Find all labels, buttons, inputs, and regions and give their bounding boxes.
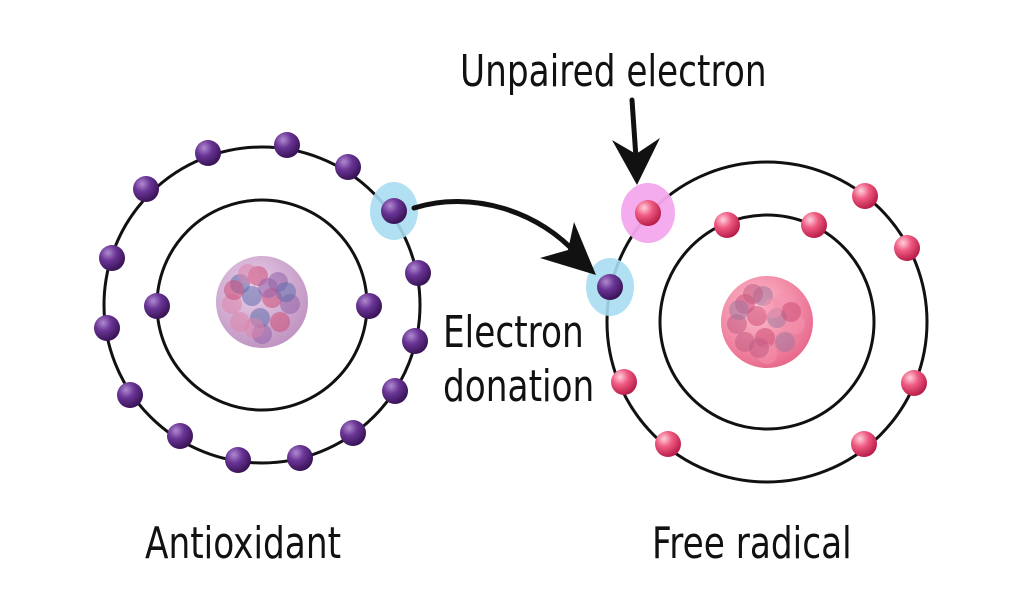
nucleus-particle bbox=[749, 338, 769, 358]
electron-donation-arrow bbox=[411, 199, 596, 275]
antioxidant-outer-electron bbox=[382, 378, 408, 404]
unpaired-electron-arrow bbox=[612, 97, 660, 185]
nucleus-particle bbox=[238, 264, 258, 284]
antioxidant-outer-electron bbox=[287, 445, 313, 471]
electron-donation-line1: Electron bbox=[443, 307, 584, 358]
electron-donation-line2: donation bbox=[443, 361, 595, 412]
free-radical-outer-electron bbox=[901, 370, 927, 396]
nucleus-particle bbox=[270, 312, 290, 332]
antioxidant-outer-electron bbox=[225, 447, 251, 473]
free-radical-inner-orbit bbox=[658, 213, 876, 431]
antioxidant-outer-electron bbox=[274, 132, 300, 158]
free-radical-outer-electron bbox=[852, 183, 878, 209]
nucleus-particle bbox=[242, 286, 262, 306]
free-radical-nucleus bbox=[721, 276, 813, 368]
electron-donation-label: Electron donation bbox=[443, 306, 594, 414]
free-radical-inner-electron bbox=[801, 212, 827, 238]
nucleus-particle bbox=[276, 282, 296, 302]
antioxidant-outer-electron bbox=[133, 176, 159, 202]
antioxidant-outer-electron bbox=[402, 328, 428, 354]
free-radical-inner-electron bbox=[714, 212, 740, 238]
nucleus-particle bbox=[743, 284, 763, 304]
nucleus-particle bbox=[775, 332, 795, 352]
antioxidant-outer-electron bbox=[167, 423, 193, 449]
antioxidant-outer-orbit bbox=[102, 145, 422, 465]
antioxidant-nucleus bbox=[216, 256, 308, 348]
antioxidant-inner-electron bbox=[144, 293, 170, 319]
donated-electron bbox=[597, 274, 623, 300]
antioxidant-outer-electron bbox=[99, 245, 125, 271]
antioxidant-inner-electron bbox=[356, 293, 382, 319]
antioxidant-outer-electron bbox=[335, 154, 361, 180]
nucleus-particle bbox=[781, 302, 801, 322]
free-radical-label: Free radical bbox=[652, 518, 852, 569]
free-radical-outer-orbit bbox=[605, 160, 929, 484]
antioxidant-outer-electron bbox=[117, 382, 143, 408]
antioxidant-label: Antioxidant bbox=[145, 518, 342, 569]
nucleus-gloss bbox=[721, 276, 813, 368]
nucleus-particle bbox=[258, 278, 278, 298]
free-radical-outer-electron bbox=[655, 431, 681, 457]
nucleus-particle bbox=[763, 298, 783, 318]
nucleus-particle bbox=[244, 318, 264, 338]
antioxidant-outer-electron bbox=[340, 420, 366, 446]
free-radical-outer-electron bbox=[611, 369, 637, 395]
free-radical-atom bbox=[605, 160, 929, 484]
unpaired-electron-label: Unpaired electron bbox=[460, 46, 767, 97]
unpaired-electron bbox=[635, 200, 661, 226]
nucleus-particle bbox=[224, 280, 244, 300]
antioxidant-outer-electron bbox=[405, 260, 431, 286]
free-radical-outer-electron bbox=[894, 235, 920, 261]
free-radical-outer-electron bbox=[851, 431, 877, 457]
antioxidant-outer-electron bbox=[195, 140, 221, 166]
nucleus-particle bbox=[729, 300, 749, 320]
nucleus-gloss bbox=[216, 256, 308, 348]
antioxidant-atom bbox=[94, 132, 431, 473]
antioxidant-outer-electron bbox=[94, 315, 120, 341]
antioxidant-electrons bbox=[94, 132, 431, 473]
free-radical-electrons bbox=[611, 183, 927, 457]
nucleus-particle bbox=[747, 306, 767, 326]
donor-electron bbox=[381, 198, 407, 224]
